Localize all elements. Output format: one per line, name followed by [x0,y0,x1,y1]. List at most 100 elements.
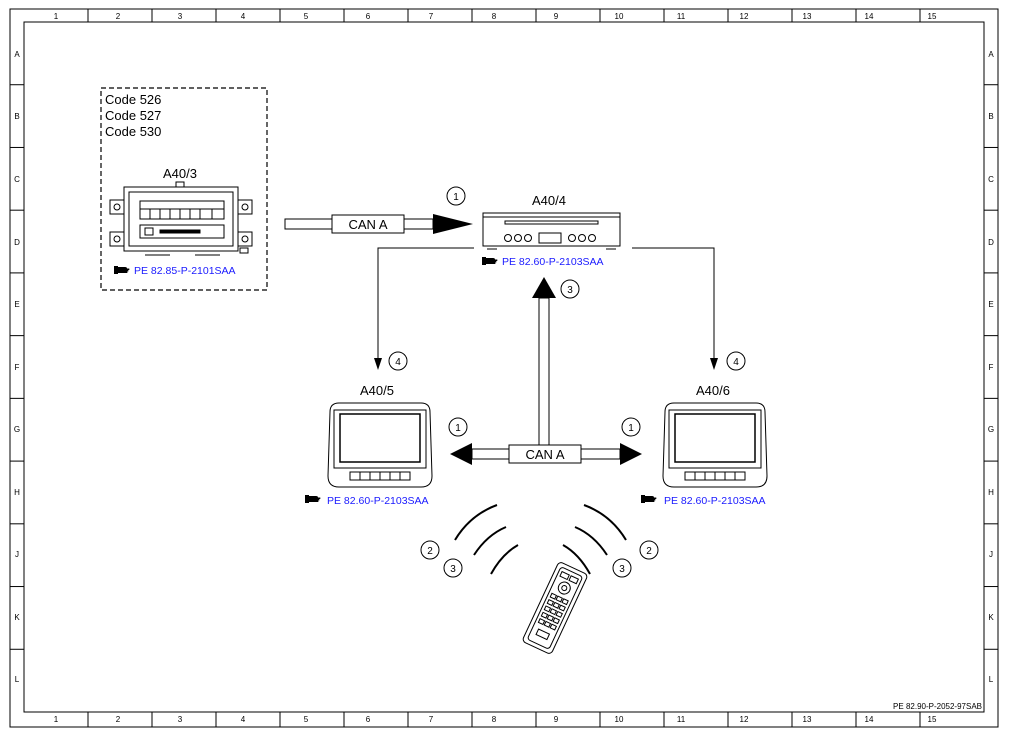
grid-col-label: 2 [116,12,121,21]
a40-6-unit: A40/6 PE 82.60-P-2103SAA [641,383,768,507]
grid-row-label: J [989,550,993,559]
grid-col-label: 13 [803,715,812,724]
grid-col-label: 4 [241,715,246,724]
grid-col-label: 1 [54,715,59,724]
a40-4-reference-link[interactable]: PE 82.60-P-2103SAA [502,256,604,268]
grid-row-label: K [14,613,20,622]
marker-remote-left-outer: 2 [427,546,433,557]
grid-row-label: E [988,300,993,309]
grid-row-label: D [988,238,994,247]
grid-col-label: 4 [241,12,246,21]
grid-row-label: H [14,488,20,497]
top-can-bus-label: CAN A [348,217,387,232]
top-can-bus-arrow: CAN A 1 [284,186,473,234]
drawing-frame [9,8,999,728]
remote-icon [522,562,588,654]
signal-line-right: 4 [632,247,746,371]
middle-can-bus-label: CAN A [525,447,564,462]
a40-5-label: A40/5 [360,383,394,398]
grid-col-label: 15 [928,12,937,21]
grid-col-label: 3 [178,12,183,21]
marker-left-down: 4 [395,357,401,368]
grid-rows-left: A B C D E F G H J K L [14,50,20,684]
code-label: Code 526 [105,92,161,107]
grid-col-label: 11 [677,12,686,21]
marker-vertical: 3 [567,285,573,296]
grid-row-label: B [988,112,993,121]
marker-right-down: 4 [733,357,739,368]
a40-4-unit: A40/4 PE 82.60-P-2103SAA [482,193,621,268]
grid-rows-right: A B C D E F G H J K L [988,50,994,684]
grid-col-label: 10 [615,715,624,724]
reference-icon [305,495,321,503]
dvd-player-icon [482,212,621,250]
grid-row-label: C [14,175,20,184]
grid-columns-top: 1 2 3 4 5 6 7 8 9 10 11 12 13 14 15 [54,12,937,21]
head-unit-icon [109,181,253,256]
grid-row-label: J [15,550,19,559]
a40-5-reference-link[interactable]: PE 82.60-P-2103SAA [327,495,429,507]
grid-row-label: C [988,175,994,184]
grid-row-label: K [988,613,994,622]
grid-row-label: F [15,363,20,372]
grid-row-label: H [988,488,994,497]
signal-line-left: 4 [374,247,474,371]
code-variant-box: Code 526 Code 527 Code 530 [100,87,268,291]
vertical-bus-arrow: 3 [532,277,580,449]
grid-col-label: 9 [554,12,559,21]
code-label: Code 527 [105,108,161,123]
signal-waves [454,504,627,575]
marker-right-can: 1 [628,423,634,434]
grid-col-label: 7 [429,715,434,724]
grid-row-label: B [14,112,19,121]
monitor-icon [327,402,433,488]
grid-col-label: 3 [178,715,183,724]
middle-can-bus-arrow: CAN A 1 1 [448,417,642,465]
grid-row-label: A [14,50,20,59]
marker-remote-left-inner: 3 [450,564,456,575]
a40-5-unit: A40/5 PE 82.60-P-2103SAA [305,383,433,507]
grid-col-label: 6 [366,715,371,724]
grid-col-label: 10 [615,12,624,21]
grid-col-label: 12 [740,12,749,21]
grid-col-label: 1 [54,12,59,21]
document-id: PE 82.90-P-2052-97SAB [893,702,982,711]
a40-4-label: A40/4 [532,193,566,208]
marker-top-can: 1 [453,192,459,203]
a40-3-unit: A40/3 [109,166,253,277]
grid-col-label: 14 [865,715,874,724]
reference-icon [114,266,130,274]
grid-row-label: A [988,50,994,59]
grid-columns-bottom: 1 2 3 4 5 6 7 8 9 10 11 12 13 14 15 [54,715,937,724]
grid-row-label: F [989,363,994,372]
code-label: Code 530 [105,124,161,139]
grid-col-label: 5 [304,12,309,21]
grid-col-label: 2 [116,715,121,724]
grid-col-label: 9 [554,715,559,724]
grid-col-label: 5 [304,715,309,724]
grid-row-label: L [15,675,20,684]
grid-col-label: 15 [928,715,937,724]
grid-col-label: 6 [366,12,371,21]
a40-6-reference-link[interactable]: PE 82.60-P-2103SAA [664,495,766,507]
grid-row-label: E [14,300,19,309]
reference-icon [482,257,498,265]
grid-col-label: 12 [740,715,749,724]
grid-col-label: 8 [492,715,497,724]
remote-control: 2 3 3 2 [420,504,659,654]
monitor-icon [662,402,768,488]
grid-col-label: 14 [865,12,874,21]
grid-col-label: 8 [492,12,497,21]
grid-row-label: D [14,238,20,247]
grid-row-label: G [988,425,994,434]
grid-col-label: 7 [429,12,434,21]
grid-col-label: 13 [803,12,812,21]
grid-row-label: G [14,425,20,434]
marker-remote-right-outer: 2 [646,546,652,557]
a40-3-reference-link[interactable]: PE 82.85-P-2101SAA [134,265,236,277]
marker-left-can: 1 [455,423,461,434]
grid-row-label: L [989,675,994,684]
a40-6-label: A40/6 [696,383,730,398]
a40-3-label: A40/3 [163,166,197,181]
